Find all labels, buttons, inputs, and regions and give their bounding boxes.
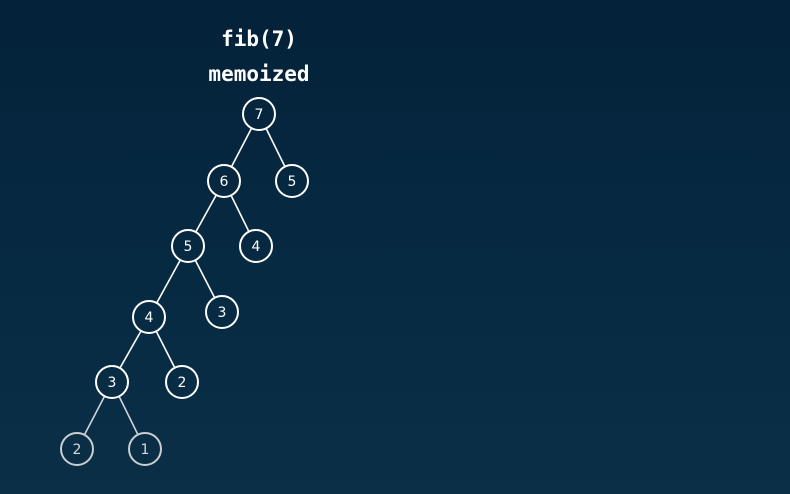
tree-node-n4: 4 <box>132 300 166 334</box>
tree-node-circle <box>239 229 273 263</box>
tree-node-label: 3 <box>218 305 227 321</box>
tree-node-n5r: 5 <box>275 164 309 198</box>
tree-node-circle <box>275 164 309 198</box>
tree-edge-n5-n3r <box>194 259 216 299</box>
tree-node-n6: 6 <box>207 164 241 198</box>
tree-edge-n6-n4r <box>230 195 250 232</box>
tree-node-label: 7 <box>255 107 264 123</box>
tree-edge-n7-n5r <box>265 127 286 168</box>
tree-edge-n4-n2r <box>155 330 176 369</box>
tree-node-label: 2 <box>178 375 187 391</box>
tree-edge-n5-n4 <box>156 259 181 304</box>
tree-node-label: 4 <box>252 239 261 255</box>
tree-node-label: 6 <box>220 174 229 190</box>
tree-node-n3r: 3 <box>205 295 239 329</box>
tree-node-label: 5 <box>184 239 193 255</box>
tree-nodes: 7 6 5 5 4 4 3 3 2 2 1 <box>60 97 309 466</box>
tree-node-circle <box>171 229 205 263</box>
tree-node-n3: 3 <box>95 365 129 399</box>
title-fib-call: fib(7) <box>221 27 297 51</box>
tree-node-circle <box>128 432 162 466</box>
tree-edge-n3-n2 <box>83 395 106 436</box>
tree-node-label: 4 <box>145 310 154 326</box>
tree-node-circle <box>242 97 276 131</box>
tree-edge-n7-n6 <box>230 127 253 168</box>
tree-node-circle <box>207 164 241 198</box>
tree-node-circle <box>165 365 199 399</box>
tree-edges <box>83 127 286 436</box>
tree-node-circle <box>60 432 94 466</box>
tree-edge-n3-n1 <box>118 395 139 436</box>
tree-node-n7: 7 <box>242 97 276 131</box>
tree-node-circle <box>132 300 166 334</box>
tree-node-n4r: 4 <box>239 229 273 263</box>
tree-node-label: 3 <box>108 375 117 391</box>
tree-node-n5: 5 <box>171 229 205 263</box>
title-subtitle: memoized <box>208 62 310 86</box>
tree-node-label: 1 <box>141 442 150 458</box>
tree-node-circle <box>205 295 239 329</box>
tree-node-label: 2 <box>73 442 82 458</box>
tree-node-n2: 2 <box>60 432 94 466</box>
tree-edge-n4-n3 <box>119 330 142 369</box>
tree-edge-n6-n5 <box>195 194 217 233</box>
tree-node-circle <box>95 365 129 399</box>
tree-node-n1: 1 <box>128 432 162 466</box>
tree-node-label: 5 <box>288 174 297 190</box>
tree-node-n2r: 2 <box>165 365 199 399</box>
